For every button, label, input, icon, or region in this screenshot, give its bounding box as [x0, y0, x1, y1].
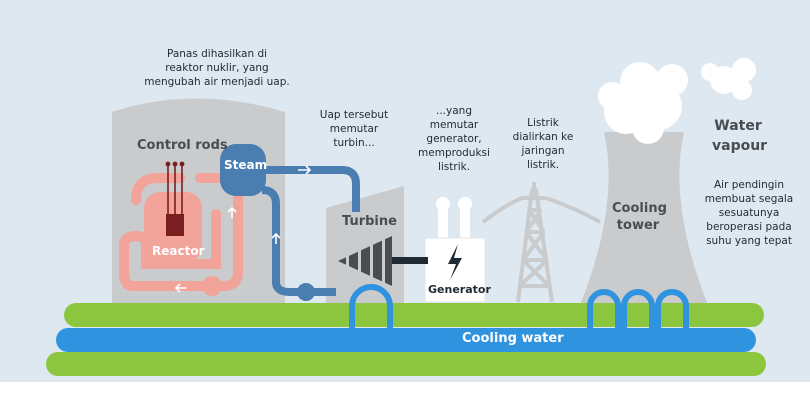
label-steam: Steam [224, 158, 268, 172]
cooling-water-channel [56, 328, 756, 352]
transmission-tower-icon [481, 182, 601, 303]
label-cooling-water: Cooling water [462, 331, 564, 346]
label-control-rods: Control rods [137, 138, 228, 153]
caption-reactor-heat: Panas dihasilkan di reaktor nuklir, yang… [144, 48, 290, 88]
flow-arrow-icon [227, 206, 237, 218]
reactor-core [166, 214, 184, 236]
cooling-tower [580, 132, 708, 305]
label-cooling-tower: Cooling tower [612, 201, 667, 233]
reactor-loop [119, 161, 243, 296]
caption-grid: Listrik dialirkan ke jaringan listrik. [512, 117, 574, 171]
label-turbine: Turbine [342, 214, 397, 229]
steam-drum [220, 144, 266, 196]
cooling-loops [349, 284, 689, 328]
vapour-cloud-icon [598, 58, 756, 144]
label-water-vapour: Water vapour [712, 118, 768, 154]
caption-generator: ...yang memutar generator, memproduksi l… [418, 105, 490, 173]
flow-arrow-icon [174, 283, 186, 293]
flow-arrow-icon [271, 232, 281, 244]
caption-cooling: Air pendingin membuat segala sesuatunya … [704, 179, 794, 247]
steam-loop [220, 144, 360, 301]
bottom-margin [0, 382, 810, 408]
label-reactor: Reactor [152, 244, 205, 258]
turbine-shaft [390, 257, 428, 264]
label-generator: Generator [428, 283, 491, 296]
control-rods-icon [167, 166, 183, 214]
generator-unit [424, 197, 486, 303]
caption-steam-turbine: Uap tersebut memutar turbin... [319, 109, 389, 149]
turbine-blades-icon [338, 236, 392, 286]
ground-strip-bottom [46, 352, 766, 376]
flow-arrow-icon [298, 165, 312, 175]
lightning-bolt-icon [448, 244, 462, 280]
